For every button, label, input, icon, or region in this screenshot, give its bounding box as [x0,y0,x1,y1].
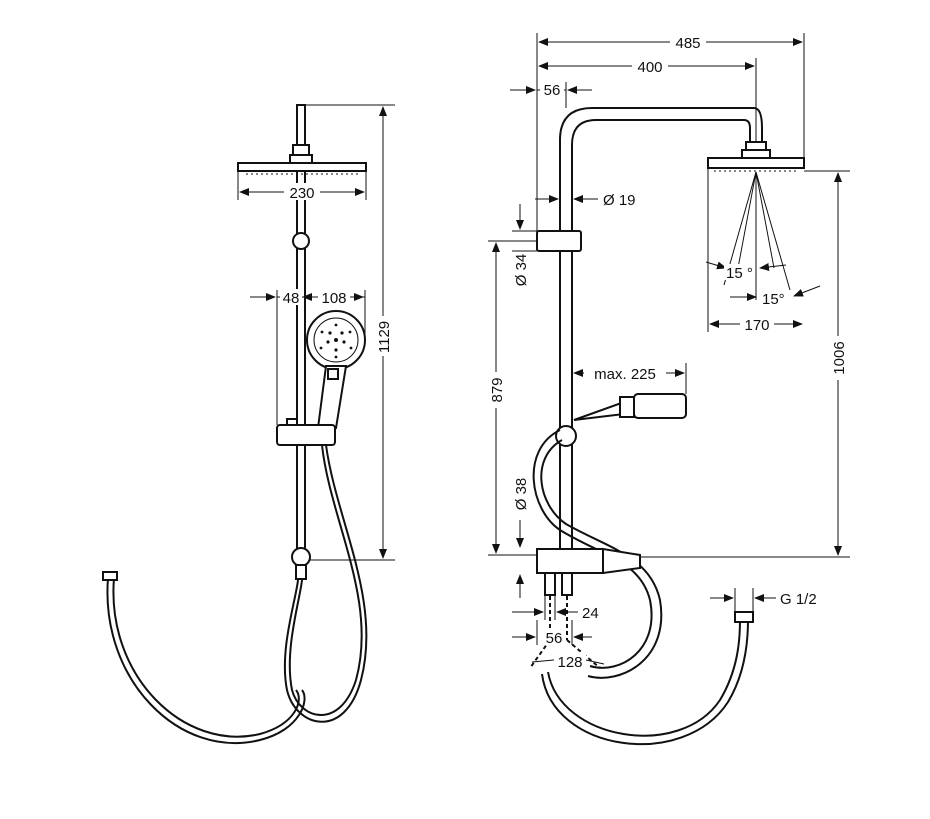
front-supply-hose [106,577,306,745]
front-riser-pipe [296,104,306,561]
front-total-height-label: 1129 [376,321,393,353]
front-handshower-width-label: 108 [321,290,346,307]
side-angle-left-label: 15 ° [726,265,753,282]
side-arm-length-label: 400 [637,59,662,76]
side-slider-height-label: Ø 34 [513,254,530,287]
side-inlet-gap-label: 24 [582,605,599,622]
front-lower-joint [291,547,311,567]
side-angle-right-label: 15° [762,291,785,308]
side-riser-height-label: 879 [489,377,506,402]
side-inlet-right [561,572,573,596]
side-head-connector [745,141,767,151]
side-inlet-spread-label: 128 [557,654,582,671]
front-view: 230 1129 48 108 [102,104,395,745]
side-riser-offset-label: 56 [544,82,561,99]
side-handshower [573,400,625,421]
front-ball-joint [292,232,310,250]
side-riser-diameter-label: Ø 19 [603,192,636,209]
side-view: 485 400 56 Ø 19 Ø 34 879 Ø 38 [487,33,850,745]
side-mixer-body [536,548,604,574]
side-inlet-spacing-label: 56 [546,630,563,647]
front-shower-head [237,162,367,172]
side-head-diameter-label: 170 [744,317,769,334]
side-slider [536,230,582,252]
side-supply-hose [547,619,741,737]
front-head-width-label: 230 [289,185,314,202]
side-handshower-reach-label: max. 225 [594,366,656,383]
front-arm-offset-label: 48 [283,290,300,307]
front-head-connector [292,144,310,156]
front-handshower-nozzles [319,323,353,359]
side-thread-label: G 1/2 [780,591,817,608]
side-head-height-label: 1006 [831,341,848,374]
side-shower-head [707,157,805,169]
side-riser-pipe [559,107,763,555]
front-hose [288,444,363,716]
side-total-projection-label: 485 [675,35,700,52]
side-inlet-left [544,572,556,596]
side-lower-diameter-label: Ø 38 [513,478,530,511]
front-slider [276,424,336,446]
